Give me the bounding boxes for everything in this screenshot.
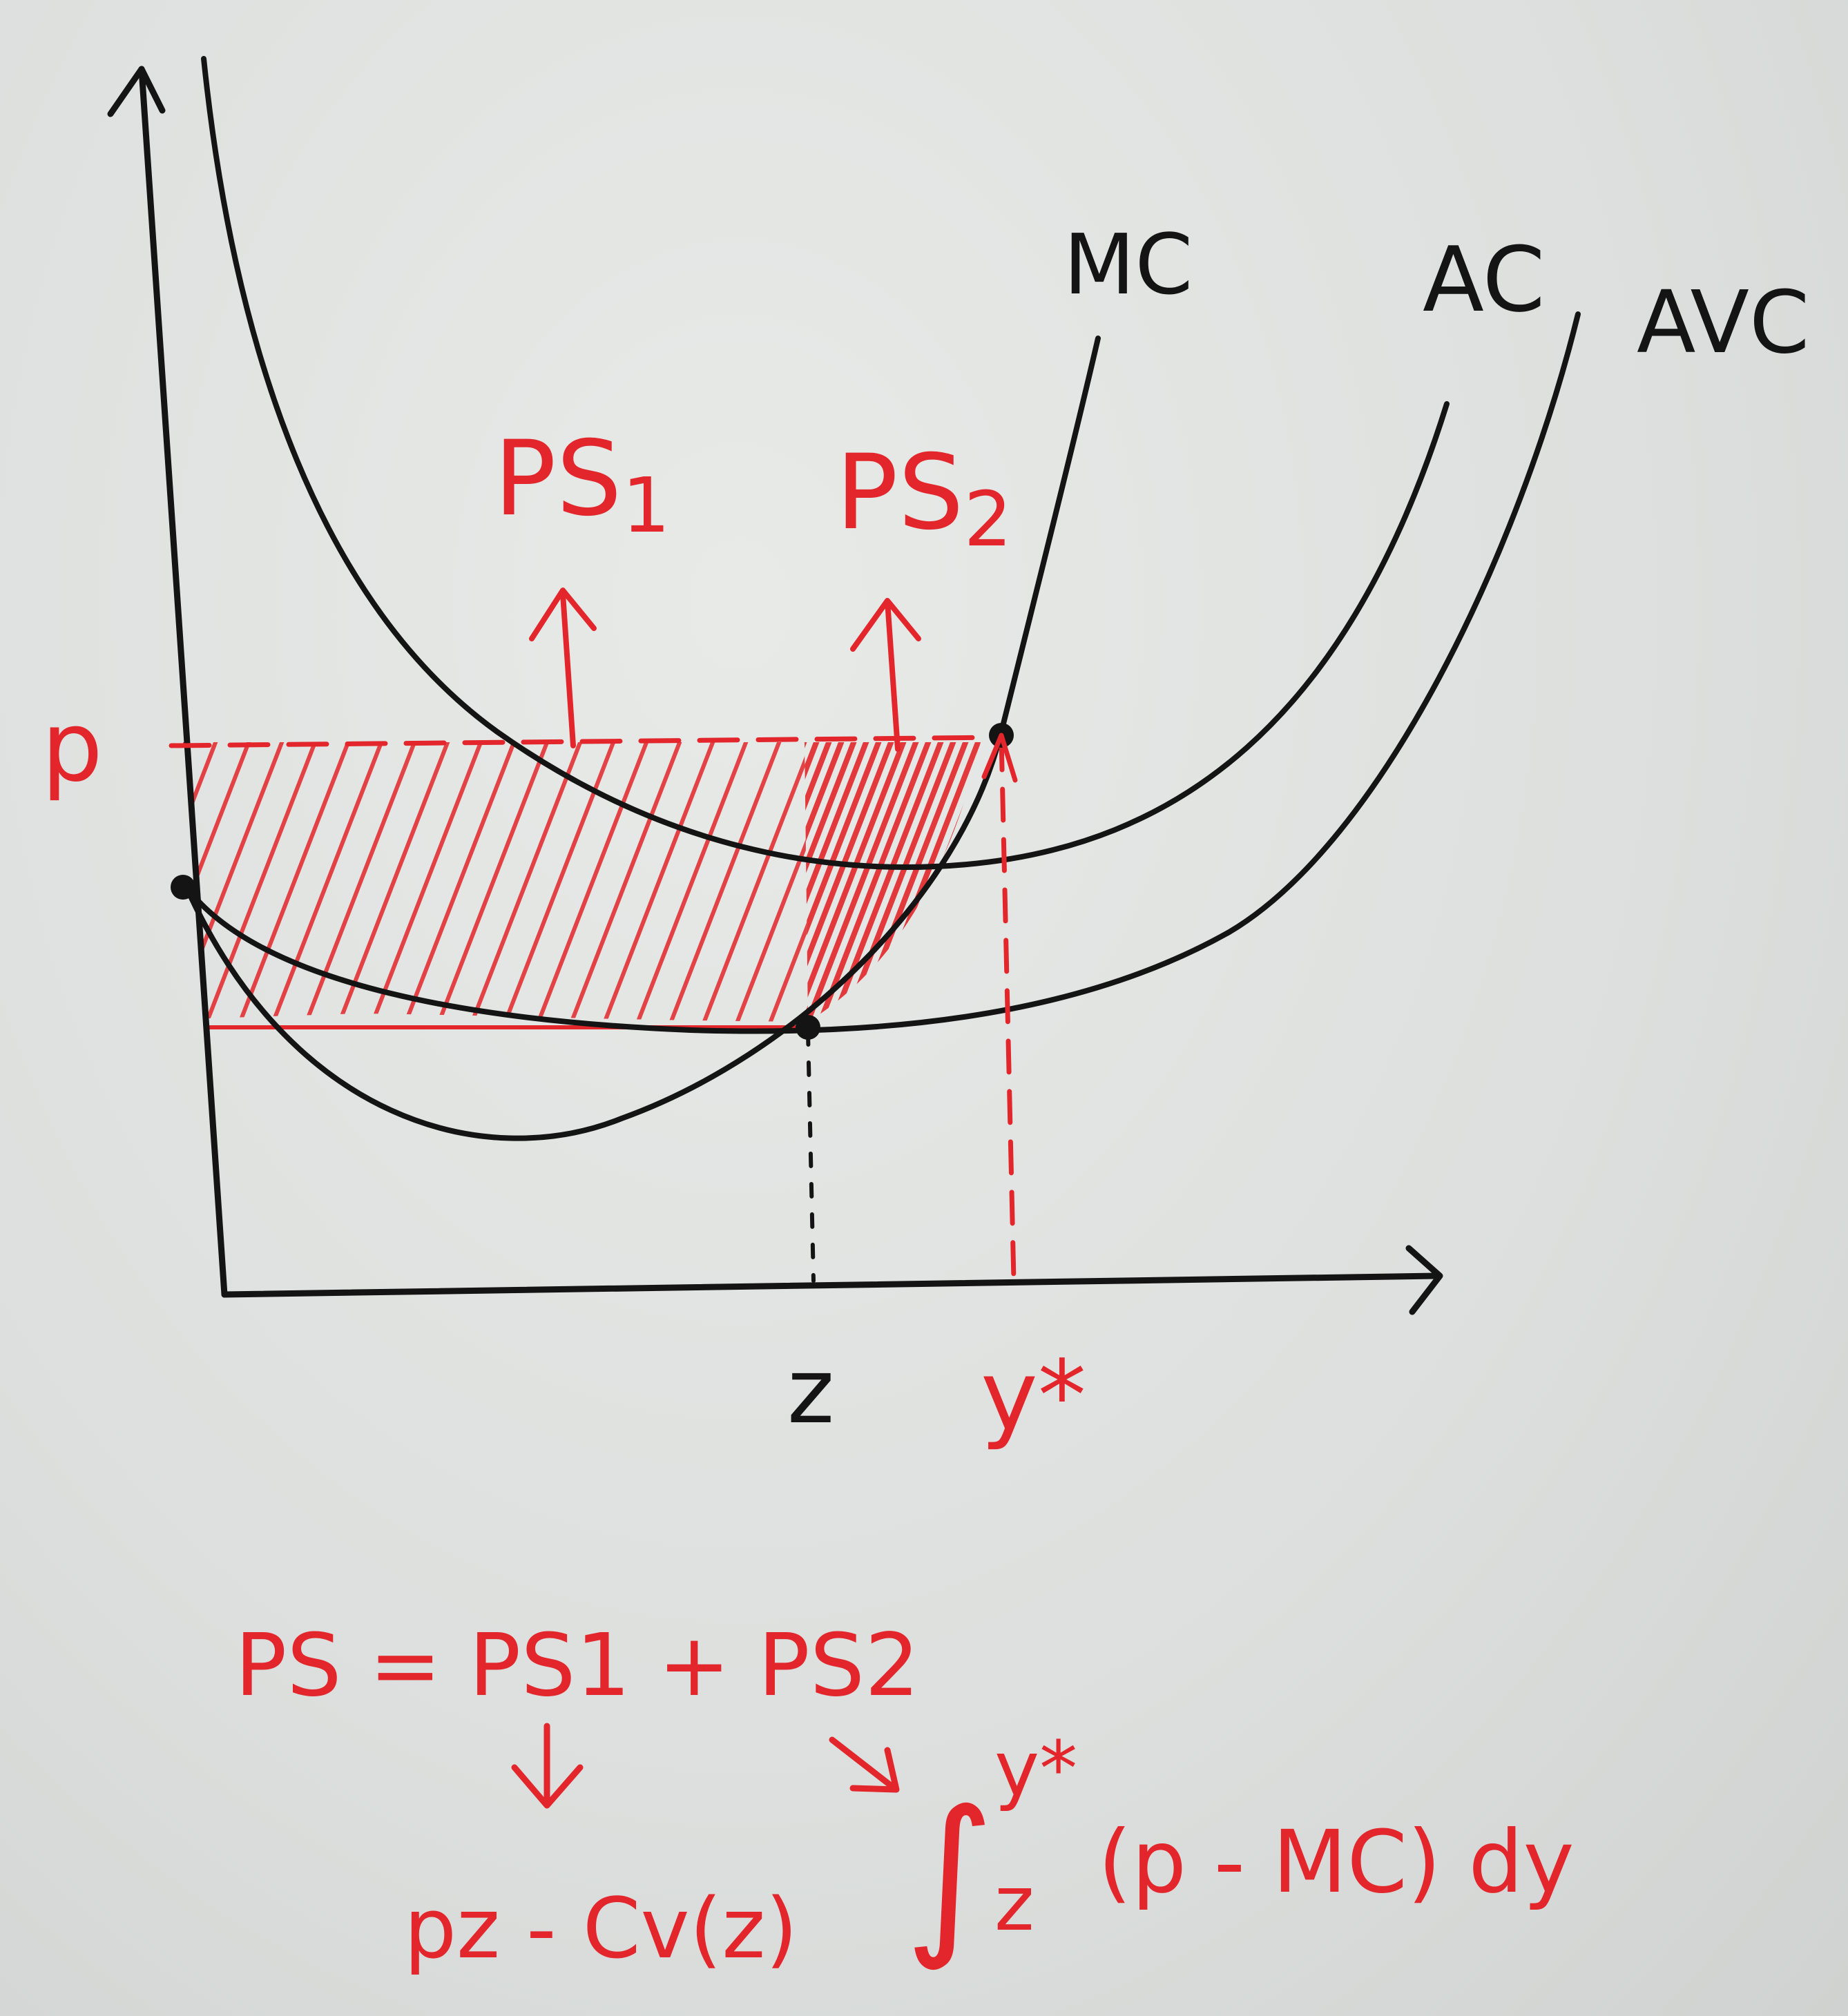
ps2-shaded-region [805,742,981,1022]
ps1-hatch-line [398,742,520,1022]
vertical-intercept-point [171,875,195,900]
price-line [169,735,1001,748]
ps2-arrow-icon [850,598,921,752]
ps2-hatch-line [805,742,898,1022]
price-label: p [41,691,103,804]
ps2-hatch-line [899,742,981,1022]
ps2-hatch-line [961,742,981,1022]
ps1-hatch-line [763,742,808,1022]
ps2-label: PS2 [836,433,1012,563]
ps2-hatch-line [812,742,935,1022]
y-axis [138,66,228,1298]
ystar-label: y* [981,1340,1086,1453]
ps1-label-sub: 1 [622,461,671,550]
ps1-label-main: PS [494,419,622,539]
integral-upper-limit: y* [994,1725,1077,1813]
ps2-hatch-line [936,742,981,1022]
y-axis-arrowhead [107,66,166,117]
ps2-hatch-line [874,742,981,1022]
ps1-hatch-line [200,742,321,1022]
ps2-hatch-line [805,742,860,1022]
ps2-hatch-line [837,742,960,1022]
ps1-hatch-line [498,742,619,1022]
z-dashed-line [806,1030,816,1283]
ps1-hatch-line [730,742,808,1022]
ps1-hatch-line [597,742,719,1022]
integral-lower-limit: z [994,1859,1034,1948]
x-axis [221,1272,1440,1298]
ps2-hatch-line [949,742,981,1022]
ac-curve [201,56,1450,870]
formula-left-result: pz - Cv(z) [404,1881,798,1977]
ps2-hatch-line [805,742,910,1022]
ps2-hatch-line [805,742,848,1022]
ps1-hatch-line [233,742,354,1022]
ps2-hatch-line [974,742,981,1022]
mc-label: MC [1063,217,1193,313]
mc-curve [184,336,1101,1141]
ps2-label-sub: 2 [964,475,1012,563]
avc-curve [184,311,1581,1034]
x-axis-arrowhead [1405,1245,1443,1315]
integrand: (p - MC) dy [1098,1812,1575,1912]
ps1-hatch-line [365,742,487,1022]
ps2-hatch-line [862,742,981,1022]
ps1-hatch-line [664,742,785,1022]
ps1-hatch-line [332,742,454,1022]
ac-label: AC [1423,227,1545,332]
ps2-hatch-line [805,742,873,1022]
z-point [796,1015,820,1040]
ps1-hatch-line [531,742,653,1022]
ps1-hatch-line [299,742,421,1022]
ps2-hatch-line [805,742,923,1022]
ps1-hatch-line [564,742,686,1022]
formula-line1: PS = PS1 + PS2 [235,1616,920,1716]
ps2-label-main: PS [836,433,964,553]
ps1-hatch-line [697,742,808,1022]
avc-label: AVC [1637,273,1809,373]
ps1-arrow-icon [529,588,597,748]
ystar-dashed-line [999,736,1017,1283]
down-arrow-icon [511,1723,584,1809]
ystar-arrow-icon [981,733,1018,783]
ps1-shaded-region [183,742,808,1022]
ps1-hatch-line [266,742,387,1022]
ps1-hatch-line [631,742,752,1022]
ps2-hatch-line [849,742,972,1022]
diagonal-arrow-icon [829,1736,900,1793]
ps2-hatch-line [805,742,823,1022]
ps1-hatch-line [465,742,586,1022]
ps2-hatch-line [825,742,947,1022]
z-label: z [787,1339,834,1444]
ps2-hatch-line [805,742,885,1022]
ps1-label: PS1 [494,419,671,550]
ps1-hatch-line [183,742,222,1022]
integral-sign: ∫ [905,1773,994,1974]
ps1-hatch-line [432,742,553,1022]
ps2-hatch-line [805,742,836,1022]
